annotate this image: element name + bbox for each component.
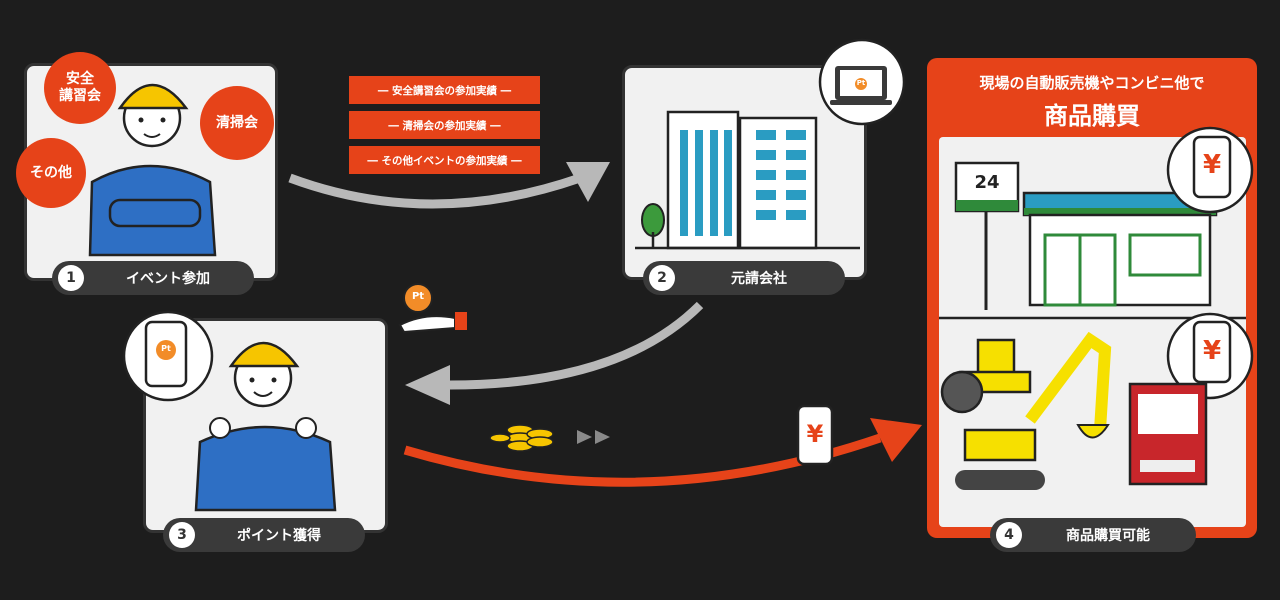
event-bubble-safety: 安全 講習会 (44, 52, 116, 124)
step-2-number: 2 (649, 265, 675, 291)
arrow-to-worker-head (405, 365, 450, 405)
excavator-icon (955, 331, 1112, 490)
yen-glyph: ¥ (806, 420, 824, 448)
phone-yen-bubble-icon (1166, 312, 1254, 400)
participation-tag-cleaning: ― 清掃会の参加実績 ― (349, 111, 540, 139)
worker-arms-crossed-icon (88, 83, 217, 257)
participation-tag-other: ― その他イベントの参加実績 ― (349, 146, 540, 174)
step-4-number: 4 (996, 522, 1022, 548)
coin-stack-icon (489, 424, 554, 452)
phone-yen-icon (796, 404, 834, 466)
laptop-point-glyph: Pt (856, 79, 866, 87)
yen-glyph: ¥ (1202, 150, 1222, 180)
step-4-label: 4 商品購買可能 (990, 518, 1196, 552)
step-1-label: 1 イベント参加 (52, 261, 254, 295)
phone-point-bubble-icon (122, 310, 214, 402)
vending-machine-icon (1128, 382, 1208, 486)
worker-cheering-icon (194, 341, 337, 512)
arrow-to-purchase-head (870, 418, 922, 462)
phone-point-glyph: Pt (161, 344, 171, 353)
purchase-title: 商品購買 (1044, 102, 1140, 130)
arrow-to-contractor-head (566, 162, 610, 202)
step-4-text: 商品購買可能 (1066, 528, 1150, 544)
arrow-to-worker (449, 301, 704, 390)
event-bubble-other: その他 (16, 138, 86, 208)
laptop-bubble-icon (818, 38, 906, 126)
step-2-label: 2 元請会社 (643, 261, 845, 295)
step-2-text: 元請会社 (731, 271, 787, 287)
step-3-text: ポイント獲得 (237, 528, 321, 544)
store-sign-number: 24 (974, 172, 1000, 193)
event-bubble-cleaning: 清掃会 (200, 86, 274, 160)
step-3-number: 3 (169, 522, 195, 548)
forward-chevron-icon (595, 430, 610, 444)
yen-glyph: ¥ (1202, 336, 1222, 366)
participation-tag-safety: ― 安全講習会の参加実績 ― (349, 76, 540, 104)
road-roller-icon (940, 338, 1032, 414)
step-3-label: 3 ポイント獲得 (163, 518, 365, 552)
arrow-to-contractor (288, 173, 582, 209)
hand-coin-icon (398, 283, 467, 334)
step-1-number: 1 (58, 265, 84, 291)
step-1-text: イベント参加 (126, 271, 210, 287)
forward-chevron-icon (577, 430, 592, 444)
purchase-subtitle: 現場の自動販売機やコンビニ他で (979, 74, 1205, 92)
phone-yen-bubble-icon (1166, 126, 1254, 214)
convenience-store-icon (954, 161, 1218, 310)
point-coin-glyph: Pt (411, 291, 425, 302)
office-building-icon (635, 110, 860, 250)
